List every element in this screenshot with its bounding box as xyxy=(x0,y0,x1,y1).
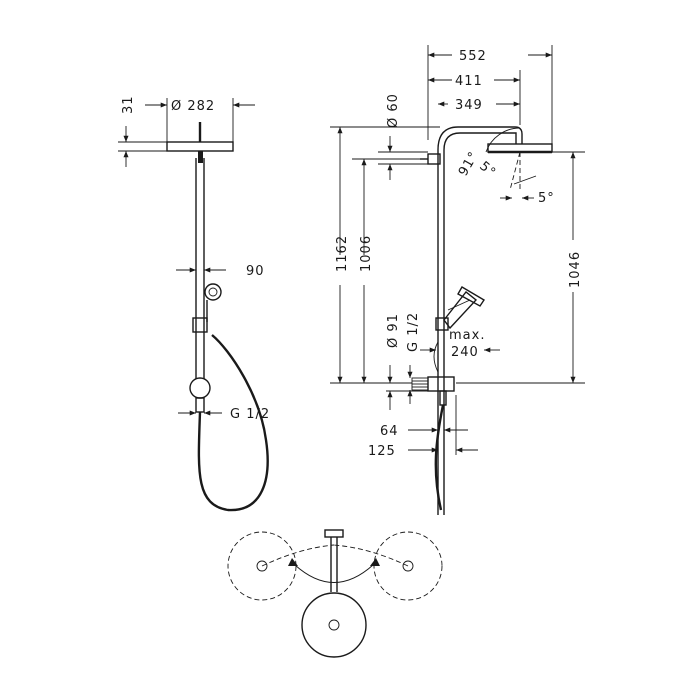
dim-g12-side-label: G 1/2 xyxy=(230,407,270,422)
hand-shower-side xyxy=(204,283,222,301)
wall-connector-side xyxy=(189,377,211,399)
wall-mount-top xyxy=(324,529,344,538)
dim-125-label: 125 xyxy=(368,444,396,459)
dim-d91-label: Ø 91 xyxy=(386,313,401,348)
dim-d60-label: Ø 60 xyxy=(386,93,401,128)
dim-g12-front-label: G 1/2 xyxy=(406,312,421,352)
dim-1046-label: 1046 xyxy=(568,251,583,288)
angle-91-label: 91° xyxy=(456,149,482,179)
dim-64-label: 64 xyxy=(380,424,399,439)
swivel-arc xyxy=(294,564,374,583)
top-view xyxy=(227,529,443,658)
dim-31-label: 31 xyxy=(121,95,136,114)
max-label: max. xyxy=(449,328,485,343)
handshower-holder-front xyxy=(435,317,449,331)
shower-head-side xyxy=(166,141,234,152)
max-value: 240 xyxy=(451,345,479,360)
side-view: 31 Ø 282 90 G 1/2 xyxy=(118,95,270,512)
shower-arm-front xyxy=(437,126,523,151)
dim-90-label: 90 xyxy=(246,264,265,279)
angle-5-right-label: 5° xyxy=(538,191,555,206)
shower-head-top xyxy=(301,592,367,658)
handshower-holder-side xyxy=(192,317,208,333)
mixer-body xyxy=(427,376,455,392)
dim-349-label: 349 xyxy=(455,98,483,113)
hand-shower-front xyxy=(443,291,478,330)
dim-1006-label: 1006 xyxy=(359,235,374,272)
dim-1162-label: 1162 xyxy=(335,235,350,272)
dim-552-label: 552 xyxy=(459,49,487,64)
front-view: 552 411 349 Ø 60 91° 5° 5° 1162 1006 xyxy=(330,45,585,515)
dim-d282-label: Ø 282 xyxy=(171,99,215,114)
dim-411-label: 411 xyxy=(455,74,483,89)
hose-front xyxy=(434,404,445,511)
hose-side xyxy=(197,334,269,512)
angle-5-top-label: 5° xyxy=(476,159,498,181)
